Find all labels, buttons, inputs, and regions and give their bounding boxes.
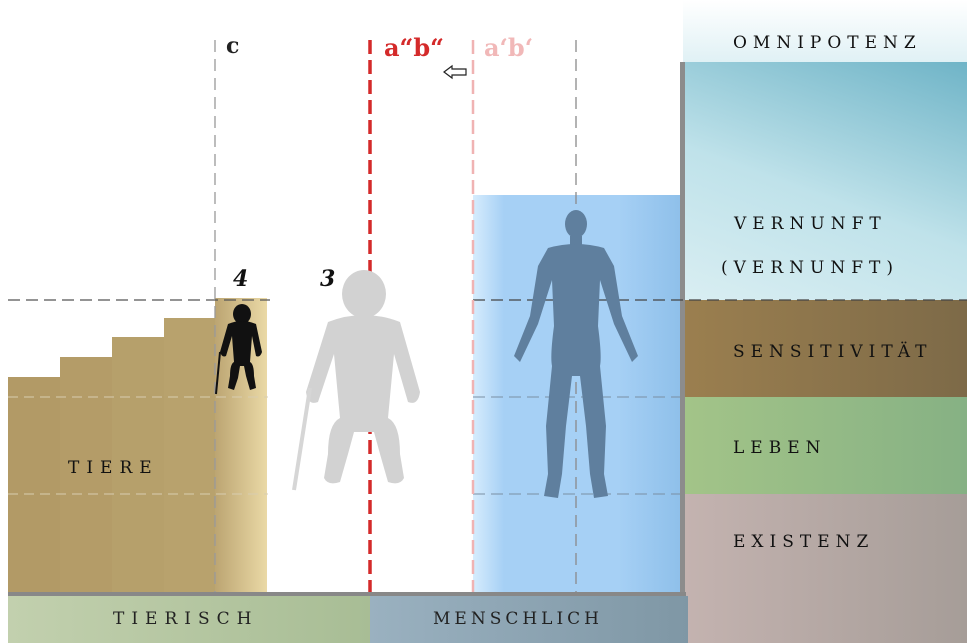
chimpanzee-icon <box>214 302 268 396</box>
label-line-ab-new: a“b“ <box>384 33 444 62</box>
human-figure-icon <box>496 206 656 506</box>
label-line-ab-old: a‘b‘ <box>484 33 533 62</box>
chimpanzee-ghost-icon <box>288 268 438 496</box>
arrow-left-icon <box>442 64 468 80</box>
label-menschlich: MENSCHLICH <box>433 609 603 629</box>
label-tierisch: TIERISCH <box>113 609 258 629</box>
number-4: 4 <box>233 266 248 292</box>
label-line-c: c <box>226 33 239 59</box>
